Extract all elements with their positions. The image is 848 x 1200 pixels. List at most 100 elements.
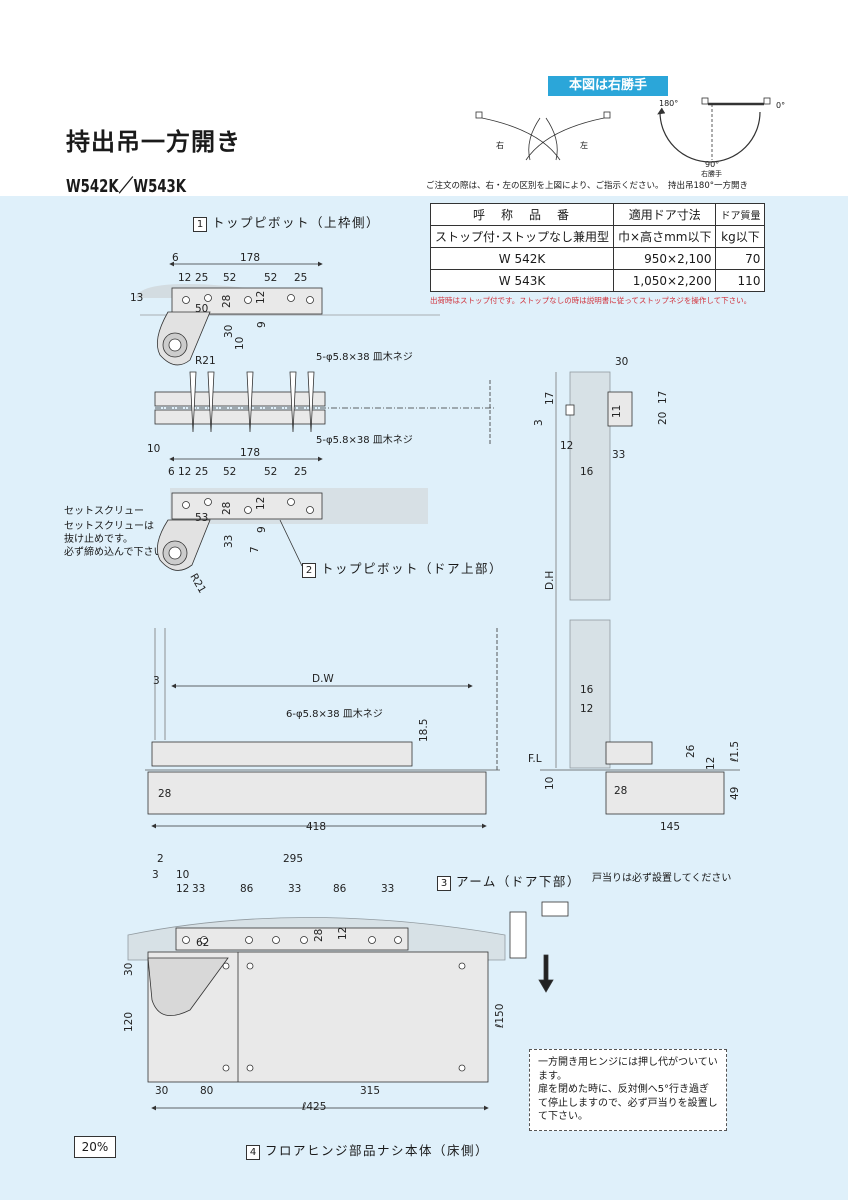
cell-weight: 70 <box>715 247 766 270</box>
svg-text:26: 26 <box>685 744 697 758</box>
hand-note: 持出吊180°一方開き <box>668 181 748 191</box>
top-pivot-door <box>156 456 428 571</box>
svg-text:62: 62 <box>196 937 209 949</box>
section-1: 1 トップピボット（上枠側） <box>193 212 380 232</box>
label-90: 90° <box>705 160 720 169</box>
svg-text:12: 12 <box>178 466 191 478</box>
svg-text:16: 16 <box>580 684 594 696</box>
svg-text:25: 25 <box>294 466 307 478</box>
svg-text:33: 33 <box>223 535 235 548</box>
order-note: ご注文の際は、右・左の区別を上図により、ご指示ください。 <box>426 181 664 191</box>
svg-text:6: 6 <box>172 252 179 264</box>
svg-text:12: 12 <box>560 440 573 452</box>
label-right: 右 <box>496 141 504 150</box>
section-number: 1 <box>193 217 207 232</box>
svg-text:28: 28 <box>221 502 233 515</box>
section-label: フロアヒンジ部品ナシ本体（床側） <box>265 1143 490 1158</box>
svg-text:30: 30 <box>615 356 628 368</box>
section-2: 2 トップピボット（ドア上部） <box>302 558 503 578</box>
section-number: 3 <box>437 876 451 891</box>
screw-callout-top: 5-φ5.8×38 皿木ネジ <box>316 352 413 363</box>
side-view <box>540 371 740 815</box>
floor-body <box>147 951 489 1111</box>
svg-text:F.L: F.L <box>528 753 542 765</box>
cell-size: 950×2,100 <box>613 247 717 270</box>
svg-text:178: 178 <box>240 252 260 264</box>
svg-text:28: 28 <box>614 785 627 797</box>
svg-text:10: 10 <box>147 443 160 455</box>
top-pivot-upper <box>135 261 440 366</box>
set-screw-note: セットスクリューは 抜け止めです。 必ず締め込んで下さい。 <box>64 521 174 558</box>
svg-text:52: 52 <box>223 272 236 284</box>
svg-text:10: 10 <box>176 869 189 881</box>
svg-text:30: 30 <box>155 1085 168 1097</box>
label-0: 0° <box>776 101 786 110</box>
svg-text:295: 295 <box>283 853 303 865</box>
svg-text:30: 30 <box>223 325 235 338</box>
svg-text:9: 9 <box>256 321 268 328</box>
front-view <box>145 628 500 829</box>
svg-text:315: 315 <box>360 1085 380 1097</box>
svg-text:12: 12 <box>337 927 349 940</box>
svg-text:28: 28 <box>313 929 325 942</box>
svg-text:25: 25 <box>195 466 208 478</box>
svg-text:178: 178 <box>240 447 260 459</box>
svg-text:49: 49 <box>729 787 741 800</box>
section-label: トップピボット（ドア上部） <box>321 561 504 576</box>
section-number: 4 <box>246 1145 260 1160</box>
section-label: トップピボット（上枠側） <box>212 215 381 230</box>
svg-text:12: 12 <box>176 883 189 895</box>
svg-text:28: 28 <box>158 788 171 800</box>
arm <box>127 901 569 993</box>
model-numbers: W542K／W543K <box>66 176 187 197</box>
svg-text:10: 10 <box>234 337 246 350</box>
label-righthand: 右勝手 <box>701 170 722 178</box>
screw-callout-floor: 6-φ5.8×38 皿木ネジ <box>286 709 383 720</box>
svg-text:ℓ150: ℓ150 <box>494 1004 506 1029</box>
svg-text:11: 11 <box>611 405 623 418</box>
set-screw-label: セットスクリュー <box>64 506 144 517</box>
svg-text:30: 30 <box>123 963 135 976</box>
svg-text:ℓ425: ℓ425 <box>301 1101 326 1113</box>
svg-text:80: 80 <box>200 1085 213 1097</box>
svg-text:20: 20 <box>657 412 669 425</box>
table-row: W 543K 1,050×2,200 110 <box>429 269 766 292</box>
svg-text:25: 25 <box>294 272 307 284</box>
cell-weight: 110 <box>715 269 766 292</box>
svg-text:3: 3 <box>533 419 545 426</box>
svg-text:D.H: D.H <box>544 571 556 590</box>
svg-text:86: 86 <box>333 883 347 895</box>
sub-model: ストップ付･ストップなし兼用型 <box>429 225 615 248</box>
th-model: 呼 称 品 番 <box>429 203 615 226</box>
svg-text:52: 52 <box>264 466 277 478</box>
svg-text:12: 12 <box>255 497 267 510</box>
svg-text:17: 17 <box>544 392 556 405</box>
svg-text:12: 12 <box>178 272 191 284</box>
svg-text:33: 33 <box>288 883 301 895</box>
svg-text:7: 7 <box>249 546 261 553</box>
label-180: 180° <box>659 99 679 108</box>
svg-text:12: 12 <box>580 703 593 715</box>
dims-floor: 30 120 ℓ150 30 80 315 ℓ425 <box>123 963 506 1113</box>
svg-text:25: 25 <box>195 272 208 284</box>
section-4: 4 フロアヒンジ部品ナシ本体（床側） <box>246 1140 489 1160</box>
th-door-size: 適用ドア寸法 <box>613 203 717 226</box>
page-title: 持出吊一方開き <box>66 128 241 156</box>
svg-text:R21: R21 <box>187 572 208 596</box>
hinge-note-box: 一方開き用ヒンジには押し代がついています。 扉を閉めた時に、反対側へ5°行き過ぎ… <box>529 1049 727 1131</box>
svg-text:10: 10 <box>544 777 556 790</box>
svg-text:33: 33 <box>381 883 394 895</box>
svg-text:16: 16 <box>580 466 594 478</box>
svg-text:120: 120 <box>123 1012 135 1032</box>
svg-text:145: 145 <box>660 821 680 833</box>
svg-text:ℓ1.5: ℓ1.5 <box>729 741 741 763</box>
section-number: 2 <box>302 563 316 578</box>
svg-text:12: 12 <box>705 757 717 770</box>
svg-text:52: 52 <box>223 466 236 478</box>
th-door-weight: ドア質量 <box>715 203 766 226</box>
spec-note: 出荷時はストップ付です。ストップなしの時は説明書に従ってストップネジを操作して下… <box>430 296 752 305</box>
